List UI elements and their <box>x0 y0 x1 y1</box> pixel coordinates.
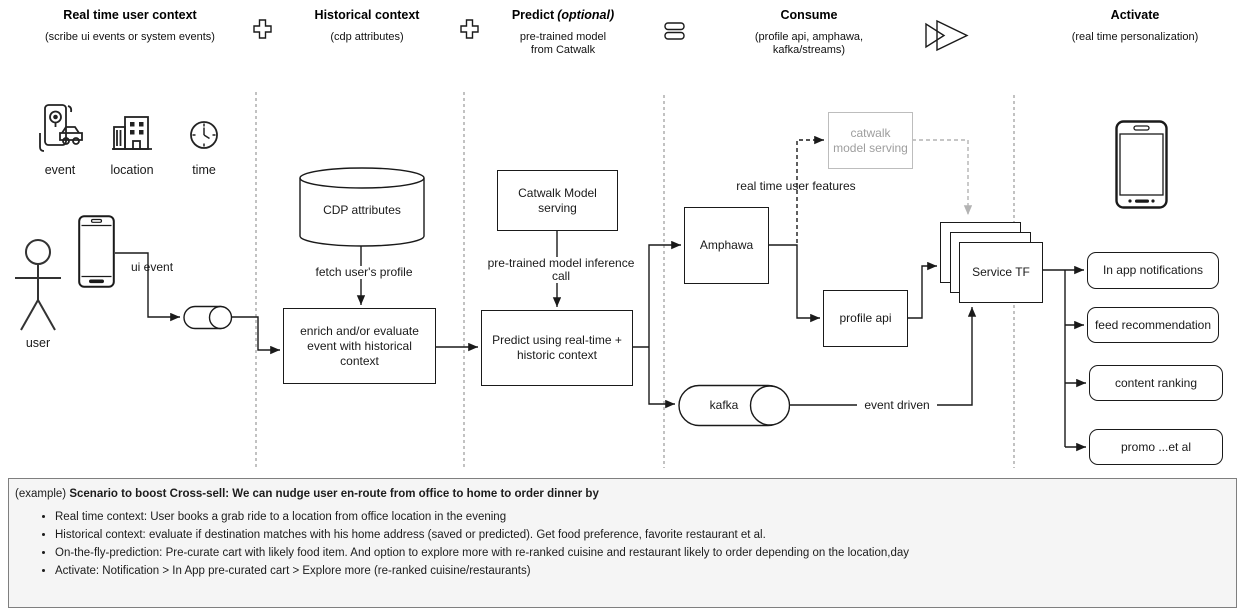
output-promo: promo ...et al <box>1089 429 1223 465</box>
fast-forward-icon <box>925 19 969 52</box>
output-content-ranking: content ranking <box>1089 365 1223 401</box>
header-col-predict: Predict(optional) pre-trained model from… <box>483 8 643 57</box>
example-bullet: Activate: Notification > In App pre-cura… <box>55 565 1236 578</box>
smartphone-icon <box>78 215 115 288</box>
rt-features-label: real time user features <box>736 179 856 193</box>
edge-amphawa-to-profileapi <box>768 244 820 323</box>
enrich-node: enrich and/or evaluate event with histor… <box>283 308 436 384</box>
service-tf-node: Service TF <box>959 242 1043 303</box>
example-bullet: Real time context: User books a grab rid… <box>55 511 1236 524</box>
event-driven-label: event driven <box>857 399 937 412</box>
buildings-location-icon <box>112 116 152 150</box>
consume-subtitle: (profile api, amphawa, kafka/streams) <box>754 31 864 56</box>
output-feed-recommendation: feed recommendation <box>1087 307 1219 343</box>
edge-rt-features-to-catwalk <box>796 135 824 243</box>
equals-icon <box>664 22 685 40</box>
output-in-app-notifications: In app notifications <box>1087 252 1219 289</box>
edge-to-kafka <box>648 347 675 409</box>
edge-profileapi-to-servicetf <box>907 261 937 319</box>
example-scenario: Scenario to boost Cross-sell: We can nud… <box>69 488 599 500</box>
ride-hailing-event-icon <box>39 104 83 152</box>
example-bullet: Historical context: evaluate if destinat… <box>55 529 1236 542</box>
clock-time-icon <box>190 121 218 149</box>
edge-to-amphawa <box>648 240 681 347</box>
time-icon-label: time <box>192 163 216 177</box>
example-prefix: (example) <box>15 488 67 500</box>
catwalk-model-serving-node: Catwalk Model serving <box>497 170 618 231</box>
realtime-title: Real time user context <box>63 8 197 22</box>
catwalk-model-serving-gray-node: catwalk model serving <box>828 112 913 169</box>
fetch-profile-label: fetch user's profile <box>302 266 426 279</box>
event-icon-label: event <box>44 163 76 177</box>
example-bullet-list: Real time context: User books a grab rid… <box>9 511 1236 578</box>
consume-title: Consume <box>780 8 838 22</box>
amphawa-node: Amphawa <box>684 207 769 284</box>
realtime-subtitle: (scribe ui events or system events) <box>45 31 215 43</box>
edge-queue-to-enrich <box>231 316 280 355</box>
header-col-consume: Consume (profile api, amphawa, kafka/str… <box>719 8 899 57</box>
predict-node: Predict using real-time + historic conte… <box>481 310 633 386</box>
header-col-historical: Historical context (cdp attributes) <box>277 8 457 44</box>
edge-catwalk-to-servicetf-gray <box>912 139 973 215</box>
cdp-node-label: CDP attributes <box>323 203 401 217</box>
kafka-queue-icon <box>678 384 790 427</box>
header-col-realtime: Real time user context (scribe ui events… <box>30 8 230 44</box>
ui-event-label: ui event <box>131 260 174 274</box>
example-bullet: On-the-fly-prediction: Pre-curate cart w… <box>55 547 1236 560</box>
example-title: (example) Scenario to boost Cross-sell: … <box>9 479 1236 501</box>
cdp-database-cylinder <box>299 167 425 247</box>
header-col-activate: Activate (real time personalization) <box>1035 8 1235 44</box>
predict-subtitle: pre-trained model from Catwalk <box>519 31 607 56</box>
solid-edges <box>115 230 1086 452</box>
inference-call-label: pre-trained model inference call <box>478 257 644 283</box>
plus-icon <box>253 19 272 39</box>
edge-kafka-to-servicetf <box>788 307 977 406</box>
historical-title: Historical context <box>314 8 420 22</box>
kafka-node-label: kafka <box>709 398 739 412</box>
historical-subtitle: (cdp attributes) <box>330 31 404 43</box>
edge-phone-to-queue <box>115 252 180 322</box>
location-icon-label: location <box>110 163 154 177</box>
predict-title: Predict(optional) <box>511 8 615 22</box>
activate-subtitle: (real time personalization) <box>1071 31 1199 43</box>
activate-title: Activate <box>1110 8 1160 22</box>
plus-icon <box>460 19 479 39</box>
user-label: user <box>25 336 51 350</box>
user-figure-icon <box>15 239 61 331</box>
smartphone-icon <box>1115 120 1168 209</box>
profile-api-node: profile api <box>823 290 908 347</box>
event-queue-icon <box>183 305 233 330</box>
example-panel: (example) Scenario to boost Cross-sell: … <box>8 478 1237 608</box>
